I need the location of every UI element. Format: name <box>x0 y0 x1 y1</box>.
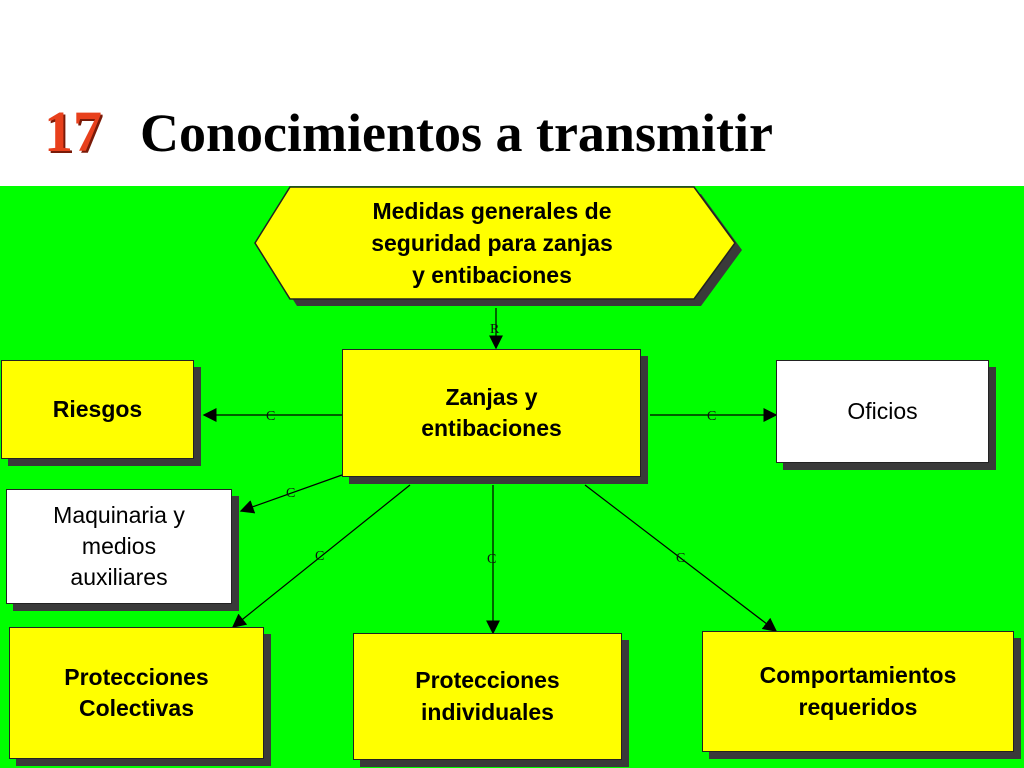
slide-number: 17 <box>44 99 102 164</box>
node-medidas-generales-text: Medidas generales de seguridad para zanj… <box>371 197 613 289</box>
link-label-oficios: C <box>707 409 716 424</box>
node-riesgos-text: Riesgos <box>52 395 143 422</box>
node-zanjas-entibaciones-text: Zanjas y entibaciones <box>421 383 562 441</box>
link-label-comportamientos: C <box>676 551 685 566</box>
node-maquinaria-text: Maquinaria y medios auxiliares <box>53 501 185 591</box>
node-protecciones-colectivas: Protecciones Colectivas <box>9 627 264 759</box>
node-medidas-generales: Medidas generales de seguridad para zanj… <box>290 187 694 299</box>
link-label-individuales: C <box>487 552 496 567</box>
link-label-colectivas: C <box>315 549 324 564</box>
link-label-maquinaria: C <box>286 486 295 501</box>
node-protecciones-individuales: Protecciones individuales <box>353 633 622 760</box>
node-protecciones-colectivas-text: Protecciones Colectivas <box>64 663 209 721</box>
node-riesgos: Riesgos <box>1 360 194 459</box>
slide-title: 17 Conocimientos a transmitir <box>44 98 773 168</box>
node-zanjas-entibaciones: Zanjas y entibaciones <box>342 349 641 477</box>
slide-title-text: Conocimientos a transmitir <box>140 103 773 163</box>
link-center-comportamientos <box>584 484 778 632</box>
link-label-r: R <box>490 322 500 337</box>
top-node-shape <box>254 186 736 300</box>
node-oficios-text: Oficios <box>847 397 918 424</box>
node-comportamientos-text: Comportamientos requeridos <box>759 662 957 720</box>
node-maquinaria: Maquinaria y medios auxiliares <box>6 489 232 604</box>
node-comportamientos: Comportamientos requeridos <box>702 631 1014 752</box>
link-center-colectivas <box>231 484 411 628</box>
link-label-riesgos: C <box>266 409 275 424</box>
node-oficios: Oficios <box>776 360 989 463</box>
link-center-maquinaria <box>239 474 343 514</box>
node-protecciones-individuales-text: Protecciones individuales <box>415 667 560 725</box>
